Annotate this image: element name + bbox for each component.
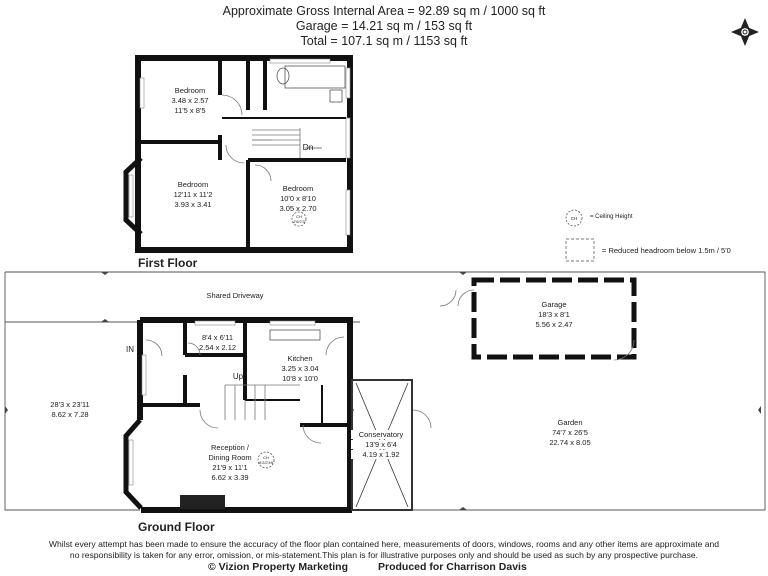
utility-dim2: 2.54 x 2.12: [198, 343, 237, 352]
kitchen-dim1: 3.25 x 3.04: [281, 364, 319, 373]
garage-dim2: 5.56 x 2.47: [535, 320, 573, 329]
first-floor-ch-badge: CH 2'6/2'3: [293, 214, 305, 224]
legend-ch-text: = Ceiling Height: [590, 214, 633, 220]
dimension-arrows: [5, 272, 761, 510]
garden-name: Garden: [557, 418, 583, 427]
reception-dim1: 21'9 x 11'1: [212, 463, 248, 472]
disclaimer-line-1: Whilst every attempt has been made to en…: [48, 539, 720, 549]
conservatory-dim1: 13'9 x 6'4: [351, 440, 411, 449]
bedroom3-name: Bedroom: [282, 184, 314, 193]
kitchen-name: Kitchen: [287, 354, 313, 363]
legend-reduced-text: = Reduced headroom below 1.5m / 5'0: [602, 246, 731, 255]
bedroom3-dim2: 3.05 x 2.70: [279, 204, 317, 213]
garden-dim2: 22.74 x 8.05: [549, 438, 591, 447]
bedroom2-dim2: 3.93 x 3.41: [174, 200, 212, 209]
bedroom1-dim1: 3.48 x 2.57: [171, 96, 209, 105]
bedroom1-name: Bedroom: [174, 86, 206, 95]
kitchen-dim2: 10'8 x 10'0: [282, 374, 318, 383]
utility-dim1: 8'4 x 6'11: [201, 333, 234, 342]
garden-dim1: 74'7 x 26'5: [552, 428, 588, 437]
first-floor-walls: [123, 55, 353, 253]
reception-name2: Dining Room: [208, 453, 252, 462]
ground-floor-ch-badge: CH 8'2/2'49: [259, 455, 273, 465]
disclaimer-line-2: no responsibility is taken for any error…: [69, 550, 699, 560]
legend-ch-icon: [565, 209, 583, 227]
garage-dim1: 18'3 x 8'1: [538, 310, 570, 319]
area-line-1: Approximate Gross Internal Area = 92.89 …: [222, 4, 546, 18]
entrance-label: IN: [126, 345, 134, 354]
ground-floor-walls: [123, 317, 353, 513]
compass-icon: [731, 18, 759, 46]
ground-floor-title: Ground Floor: [138, 520, 215, 534]
copyright-credit: © Vizion Property Marketing: [208, 561, 348, 573]
bedroom3-dim1: 10'0 x 8'10: [280, 194, 316, 203]
conservatory-name: Conservatory: [351, 430, 411, 439]
stairs-down-label: Dn: [302, 142, 314, 152]
stairs-up-label: Up: [232, 372, 244, 381]
left-area-dim1: 28'3 x 23'11: [50, 400, 90, 409]
produced-for-credit: Produced for Charrison Davis: [378, 561, 527, 573]
site-boundaries: [4, 271, 766, 511]
area-line-3: Total = 107.1 sq m / 1153 sq ft: [300, 34, 468, 48]
shared-driveway-label: Shared Driveway: [206, 291, 264, 300]
area-line-2: Garage = 14.21 sq m / 153 sq ft: [295, 19, 473, 33]
left-area-dim2: 8.62 x 7.28: [51, 410, 89, 419]
bedroom1-dim2: 11'5 x 8'5: [174, 106, 206, 115]
garage-name: Garage: [541, 300, 567, 309]
bedroom2-dim1: 12'11 x 11'2: [173, 190, 213, 199]
first-floor-title: First Floor: [138, 256, 198, 270]
garage-walls: [439, 277, 637, 361]
reception-dim2: 6.62 x 3.39: [211, 473, 249, 482]
bedroom2-name: Bedroom: [177, 180, 209, 189]
legend-ch-symbol: CH: [570, 216, 578, 221]
conservatory-dim2: 4.19 x 1.92: [351, 450, 411, 459]
legend-reduced-headroom-icon: [565, 238, 595, 262]
reception-name: Reception /: [211, 443, 249, 452]
